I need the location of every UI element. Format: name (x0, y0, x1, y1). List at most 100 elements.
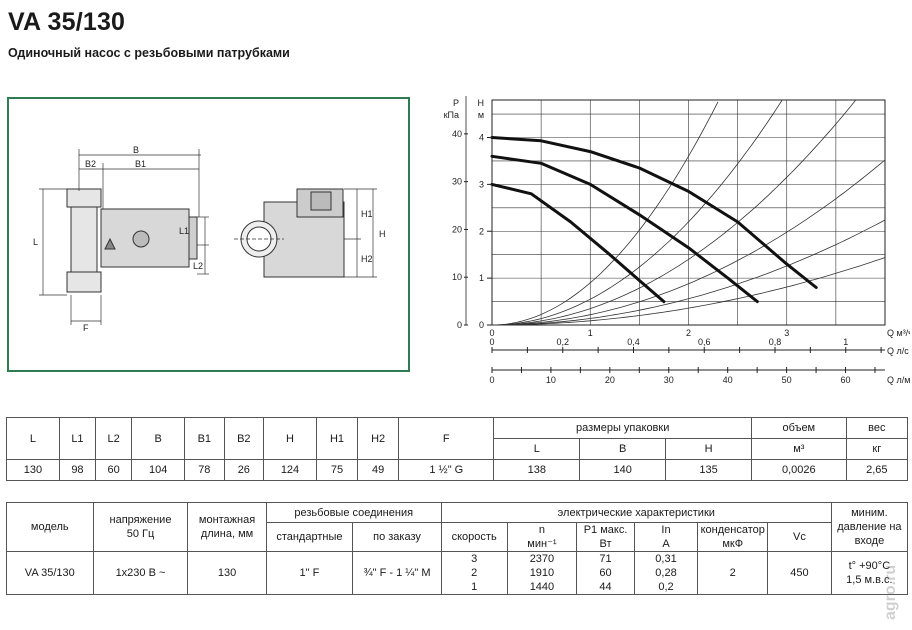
dims-header: B1 (184, 417, 225, 460)
header-min-line3: входе (854, 535, 885, 547)
dimensions-table: L L1 L2 B B1 B2 H H1 H2 F размеры упаков… (6, 417, 909, 481)
dims-value: 75 (315, 459, 359, 481)
x-axis-label-ls: Q л/с (887, 346, 909, 356)
current-value: 0,28 (655, 567, 677, 579)
x-tick-lmin: 40 (723, 375, 733, 385)
pack-sub-header: H (665, 438, 753, 460)
p1-value: 44 (599, 581, 612, 593)
speed-value: 2 (471, 567, 478, 579)
dim-label-h2: H2 (361, 254, 373, 264)
dims-value: 104 (131, 459, 186, 481)
header-voltage-line1: напряжение (109, 514, 172, 526)
y-tick-m: 4 (479, 133, 484, 143)
dims-value: 135 (665, 459, 753, 481)
header-length-line2: длина, мм (200, 528, 254, 540)
header-thread-order: по заказу (352, 522, 442, 552)
pack-sub-header: B (579, 438, 667, 460)
header-current-line1: In (661, 524, 671, 536)
dims-value: 98 (58, 459, 97, 481)
weight-header: вес (845, 417, 909, 439)
dims-value: 140 (579, 459, 667, 481)
min-temp: t° +90°C (848, 560, 891, 572)
pump-curve (490, 154, 759, 304)
x-tick-lmin: 10 (546, 375, 556, 385)
speed-value: 3 (471, 553, 478, 565)
x-tick-lmin: 30 (664, 375, 674, 385)
cell-model: VA 35/130 (6, 551, 94, 595)
dims-header: B (131, 417, 186, 460)
dim-label-b2: B2 (85, 159, 96, 169)
x-tick-m3h: 3 (784, 328, 789, 338)
pump-side-view (240, 188, 345, 278)
dims-value: 1 ½" G (398, 459, 495, 481)
page-title: VA 35/130 (8, 8, 126, 36)
rpm-value: 2370 (529, 553, 555, 565)
header-capacitor-title: конденсатор (700, 524, 765, 536)
header-thread: резьбовые соединения (265, 502, 442, 523)
dim-label-h: H (379, 229, 386, 239)
header-capacitor-uf: мкФ (722, 538, 744, 550)
header-capacitor: конденсатор мкФ (697, 522, 769, 552)
header-model: модель (6, 502, 94, 552)
cell-thread-std: 1" F (265, 551, 354, 595)
dims-value: 124 (263, 459, 317, 481)
y-tick-kpa: 40 (452, 129, 462, 139)
min-pressure-value: 1,5 м.в.с. (846, 574, 893, 586)
x-tick-ls: 0,4 (627, 337, 640, 347)
weight-unit: кг (845, 438, 909, 460)
pack-sub-header: L (493, 438, 581, 460)
dims-value: 49 (357, 459, 400, 481)
y-tick-m: 0 (479, 320, 484, 330)
header-thread-std: стандартные (265, 522, 354, 552)
dims-values-row: 130 98 60 104 78 26 124 75 49 1 ½" G 138… (6, 459, 909, 481)
header-p1-line1: P1 макс. (583, 524, 628, 536)
dims-value: 26 (223, 459, 265, 481)
dims-header: B2 (223, 417, 265, 460)
header-p1: P1 макс. Вт (576, 522, 635, 552)
y-tick-m: 2 (479, 226, 484, 236)
dim-label-h1: H1 (361, 209, 373, 219)
cell-min-pressure: t° +90°C 1,5 м.в.с. (830, 551, 909, 595)
dims-header: L (6, 417, 60, 460)
x-tick-lmin: 50 (782, 375, 792, 385)
dim-label-b1: B1 (135, 159, 146, 169)
pump-curve (490, 136, 818, 289)
dims-value: 78 (184, 459, 225, 481)
x-tick-ls: 0,6 (698, 337, 711, 347)
pump-front-view (66, 188, 198, 293)
current-value: 0,31 (655, 553, 677, 565)
system-curve (492, 100, 856, 326)
system-curve (492, 219, 886, 326)
header-min-line1: миним. (851, 507, 888, 519)
y-tick-kpa: 30 (452, 177, 462, 187)
header-rpm-line2: мин⁻¹ (527, 538, 557, 550)
x-tick-ls: 0,8 (769, 337, 782, 347)
header-min-line2: давление на (837, 521, 902, 533)
x-tick-ls: 0 (489, 337, 494, 347)
volume-unit: м³ (751, 438, 847, 460)
system-curve (492, 257, 886, 326)
dim-label-l2: L2 (193, 261, 203, 271)
header-capacitor-vc: Vc (767, 522, 832, 552)
header-speed: скорость (440, 522, 508, 552)
x-tick-ls: 0,2 (556, 337, 569, 347)
header-min-pressure: миним. давление на входе (830, 502, 909, 552)
dim-label-l: L (33, 237, 38, 247)
header-current-line2: A (662, 538, 670, 550)
dims-header: L2 (95, 417, 133, 460)
speed-value: 1 (471, 581, 478, 593)
pack-header: размеры упаковки (493, 417, 753, 439)
y-axis-label-m: H (478, 98, 485, 108)
dims-value: 2,65 (845, 459, 909, 481)
system-curve (492, 159, 886, 326)
header-p1-line2: Вт (599, 538, 612, 550)
x-axis-label-lmin: Q л/мин (887, 375, 910, 385)
